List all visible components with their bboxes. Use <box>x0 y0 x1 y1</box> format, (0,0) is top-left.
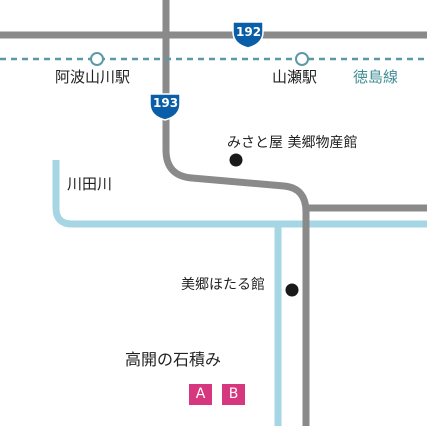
badge-a: A <box>189 384 212 405</box>
badge-b: B <box>222 384 245 405</box>
landmark-marker-misatoya <box>229 153 243 167</box>
route-shield-192-icon <box>232 21 264 49</box>
route-number-193: 193 <box>153 96 179 110</box>
destination-label: 高開の石積み <box>125 350 222 369</box>
station-marker-yamase <box>295 52 309 66</box>
river-kawata <box>52 160 427 228</box>
road-route-193 <box>162 0 310 426</box>
station-marker-awayamakawa <box>90 52 104 66</box>
route-shield-193-icon <box>149 93 181 121</box>
route-number-192: 192 <box>236 25 262 39</box>
landmark-label-misatoya: みさと屋 美郷物産館 <box>227 135 358 151</box>
landmark-marker-hotaru <box>285 283 299 297</box>
station-label-awayamakawa: 阿波山川駅 <box>55 68 131 86</box>
station-label-yamase: 山瀬駅 <box>272 68 318 86</box>
landmark-label-hotaru: 美郷ほたる館 <box>181 277 265 293</box>
river-label: 川田川 <box>67 175 113 193</box>
railway-label: 徳島線 <box>353 68 399 86</box>
